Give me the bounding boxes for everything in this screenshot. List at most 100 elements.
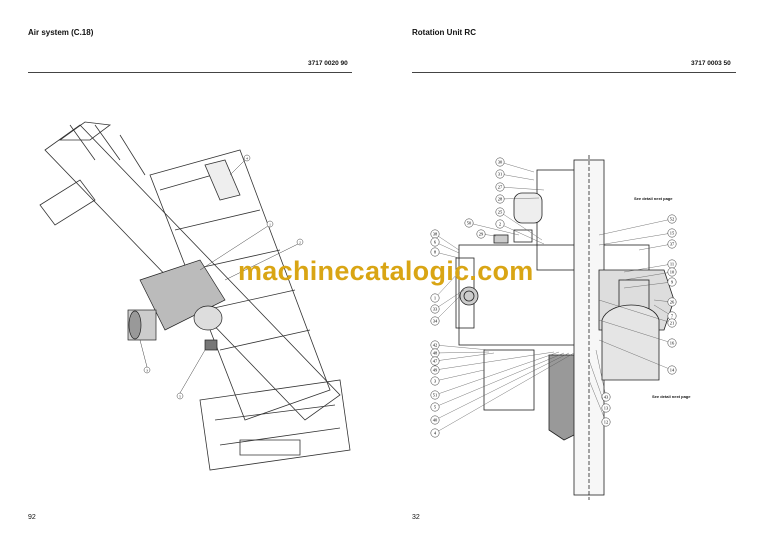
callout-circle [667,338,677,348]
callout-number: 34 [433,319,438,324]
callout-number: 7 [671,314,674,319]
callout-circle [430,415,440,425]
callout-number: 3 [434,379,437,384]
callout-circle [601,392,611,402]
callout-leader [434,233,460,251]
detail-note-bottom: See detail next page [652,394,691,399]
callout-leader [434,295,461,322]
callout-leader [588,379,607,423]
callout-leader [499,223,545,245]
callout-circle [495,219,505,229]
callout-number: 50 [467,221,472,226]
callout-circle [430,293,440,303]
callout-number: 8 [434,250,437,255]
callout-number: 42 [433,343,438,348]
callout-number: 29 [479,232,484,237]
callout-number: 2 [499,222,501,227]
callout-number: 15 [670,231,675,236]
callout-number: 49 [433,368,438,373]
callout-leader [598,218,673,236]
page-number: 92 [28,514,36,521]
callout-number: 30 [498,160,503,165]
callout-number: 27 [498,185,503,190]
callout-leader [598,319,673,344]
callout-number: 51 [433,393,438,398]
callout-number: 1 [434,296,436,301]
callout-number: 52 [670,217,675,222]
callout-circle [430,304,440,314]
callout-number: 47 [433,359,438,364]
callout-circle [601,417,611,427]
callout-circle [601,403,611,413]
callout-circle [495,182,505,192]
callout-number: 33 [433,307,438,312]
callout-circle [430,356,440,366]
callout-leader [598,299,673,324]
callout-circle [667,365,677,375]
callout-circle [464,218,474,228]
callout-leader [434,351,555,371]
callout-labels: 3031272825250293868133344248474935154045… [430,157,677,438]
callout-number: 37 [670,242,675,247]
callout-circle [667,277,677,287]
callout-number: 6 [434,240,437,245]
callout-leader [434,352,565,408]
callout-leader [434,369,485,382]
callout-leader [623,271,673,281]
watermark: machinecatalogic.com [238,256,534,286]
callout-circle [430,376,440,386]
callout-leader [434,352,570,421]
callout-circle [430,247,440,257]
callout-number: 25 [498,210,503,215]
callout-number: 4 [246,156,248,160]
callout-leader [434,351,490,354]
callout-circle [476,229,486,239]
callout-leader [623,281,673,289]
divider [412,72,736,73]
detail-note-top: See detail next page [634,196,673,201]
callout-number: 43 [604,395,609,400]
page-number: 32 [412,514,420,521]
callout-number: 48 [433,351,438,356]
callout-leader [595,349,607,398]
callout-number: 13 [604,406,609,411]
callout-circle [667,239,677,249]
callout-circle [667,214,677,224]
callout-number: 4 [434,431,437,436]
callout-number: 5 [179,394,181,398]
callout-leader [499,161,535,173]
callout-circle [667,228,677,238]
callout-number: 26 [670,300,675,305]
callout-number: 14 [670,368,675,373]
callout-number: 12 [604,420,609,425]
callout-circle [430,390,440,400]
callout-circle [495,194,505,204]
page-title: Air system (C.18) [28,28,94,37]
left-page: Air system (C.18) 3717 0020 90 [28,28,352,521]
callout-leader [499,197,540,200]
callout-number: 21 [670,321,675,326]
rotation-unit-diagram: 3031272825250293868133344248474935154045… [430,155,677,500]
callout-circle [667,267,677,277]
divider [28,72,352,73]
callout-leader [468,222,520,236]
callout-leader [499,211,543,241]
callout-circle [430,316,440,326]
callout-circle [495,169,505,179]
callout-circle [430,237,440,247]
callout-circle [430,428,440,438]
page-title: Rotation Unit RC [412,28,476,37]
callout-number: 10 [670,270,675,275]
callout-number: 31 [498,172,503,177]
callout-circle [495,157,505,167]
callout-leader [598,232,673,246]
callout-leader [588,359,607,409]
callout-leader [499,186,545,191]
callout-leader [598,339,673,371]
callout-circle [667,318,677,328]
callout-leader [434,344,490,351]
callout-leader [434,352,495,362]
callout-number: 2 [299,240,301,244]
callout-leader [434,271,460,299]
